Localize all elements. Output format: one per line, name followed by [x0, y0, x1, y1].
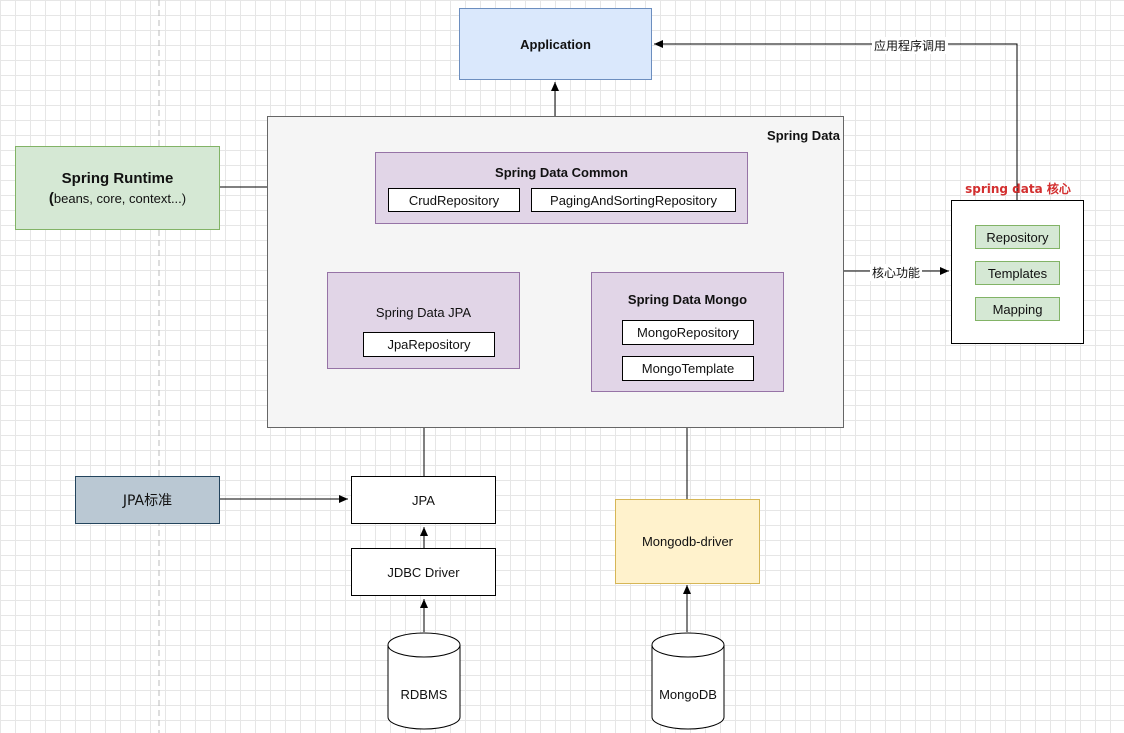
spring-runtime-subtitle-paren: (	[48, 189, 54, 207]
mongodb-driver-box: Mongodb-driver	[615, 499, 760, 584]
spring-data-common-title: Spring Data Common	[495, 164, 628, 180]
core-panel-title: spring data 核心	[965, 181, 1071, 196]
application-box: Application	[459, 8, 652, 80]
spring-runtime-box: Spring Runtime (beans, core, context...)	[15, 146, 220, 230]
paging-sorting-repository-box: PagingAndSortingRepository	[531, 188, 736, 212]
edge-core-app	[654, 40, 1018, 200]
mongo-template-box: MongoTemplate	[622, 356, 754, 381]
core-func-label: 核心功能	[870, 264, 923, 281]
rdbms-label: RDBMS	[400, 686, 448, 702]
crud-repository-box: CrudRepository	[388, 188, 520, 212]
spring-runtime-title: Spring Runtime	[61, 169, 174, 187]
core-mapping-box: Mapping	[975, 297, 1060, 321]
jpa-box: JPA	[351, 476, 496, 524]
spring-data-mongo-title: Spring Data Mongo	[627, 291, 748, 307]
application-label: Application	[520, 36, 591, 52]
core-repository-box: Repository	[975, 225, 1060, 249]
mongodb-cylinder	[651, 632, 725, 730]
jpa-repository-box: JpaRepository	[363, 332, 495, 357]
core-templates-box: Templates	[975, 261, 1060, 285]
mongodb-label: MongoDB	[659, 686, 717, 702]
mongo-repository-box: MongoRepository	[622, 320, 754, 345]
jpa-standard-box: JPA标准	[75, 476, 220, 524]
app-call-label: 应用程序调用	[872, 37, 949, 54]
spring-runtime-subtitle: (beans, core, context...)	[49, 190, 186, 207]
spring-runtime-subtitle-text: beans, core, context...)	[53, 190, 187, 206]
rdbms-cylinder	[387, 632, 461, 730]
jdbc-driver-box: JDBC Driver	[351, 548, 496, 596]
spring-data-title: Spring Data	[767, 127, 840, 143]
spring-data-jpa-title: Spring Data JPA	[375, 304, 472, 320]
